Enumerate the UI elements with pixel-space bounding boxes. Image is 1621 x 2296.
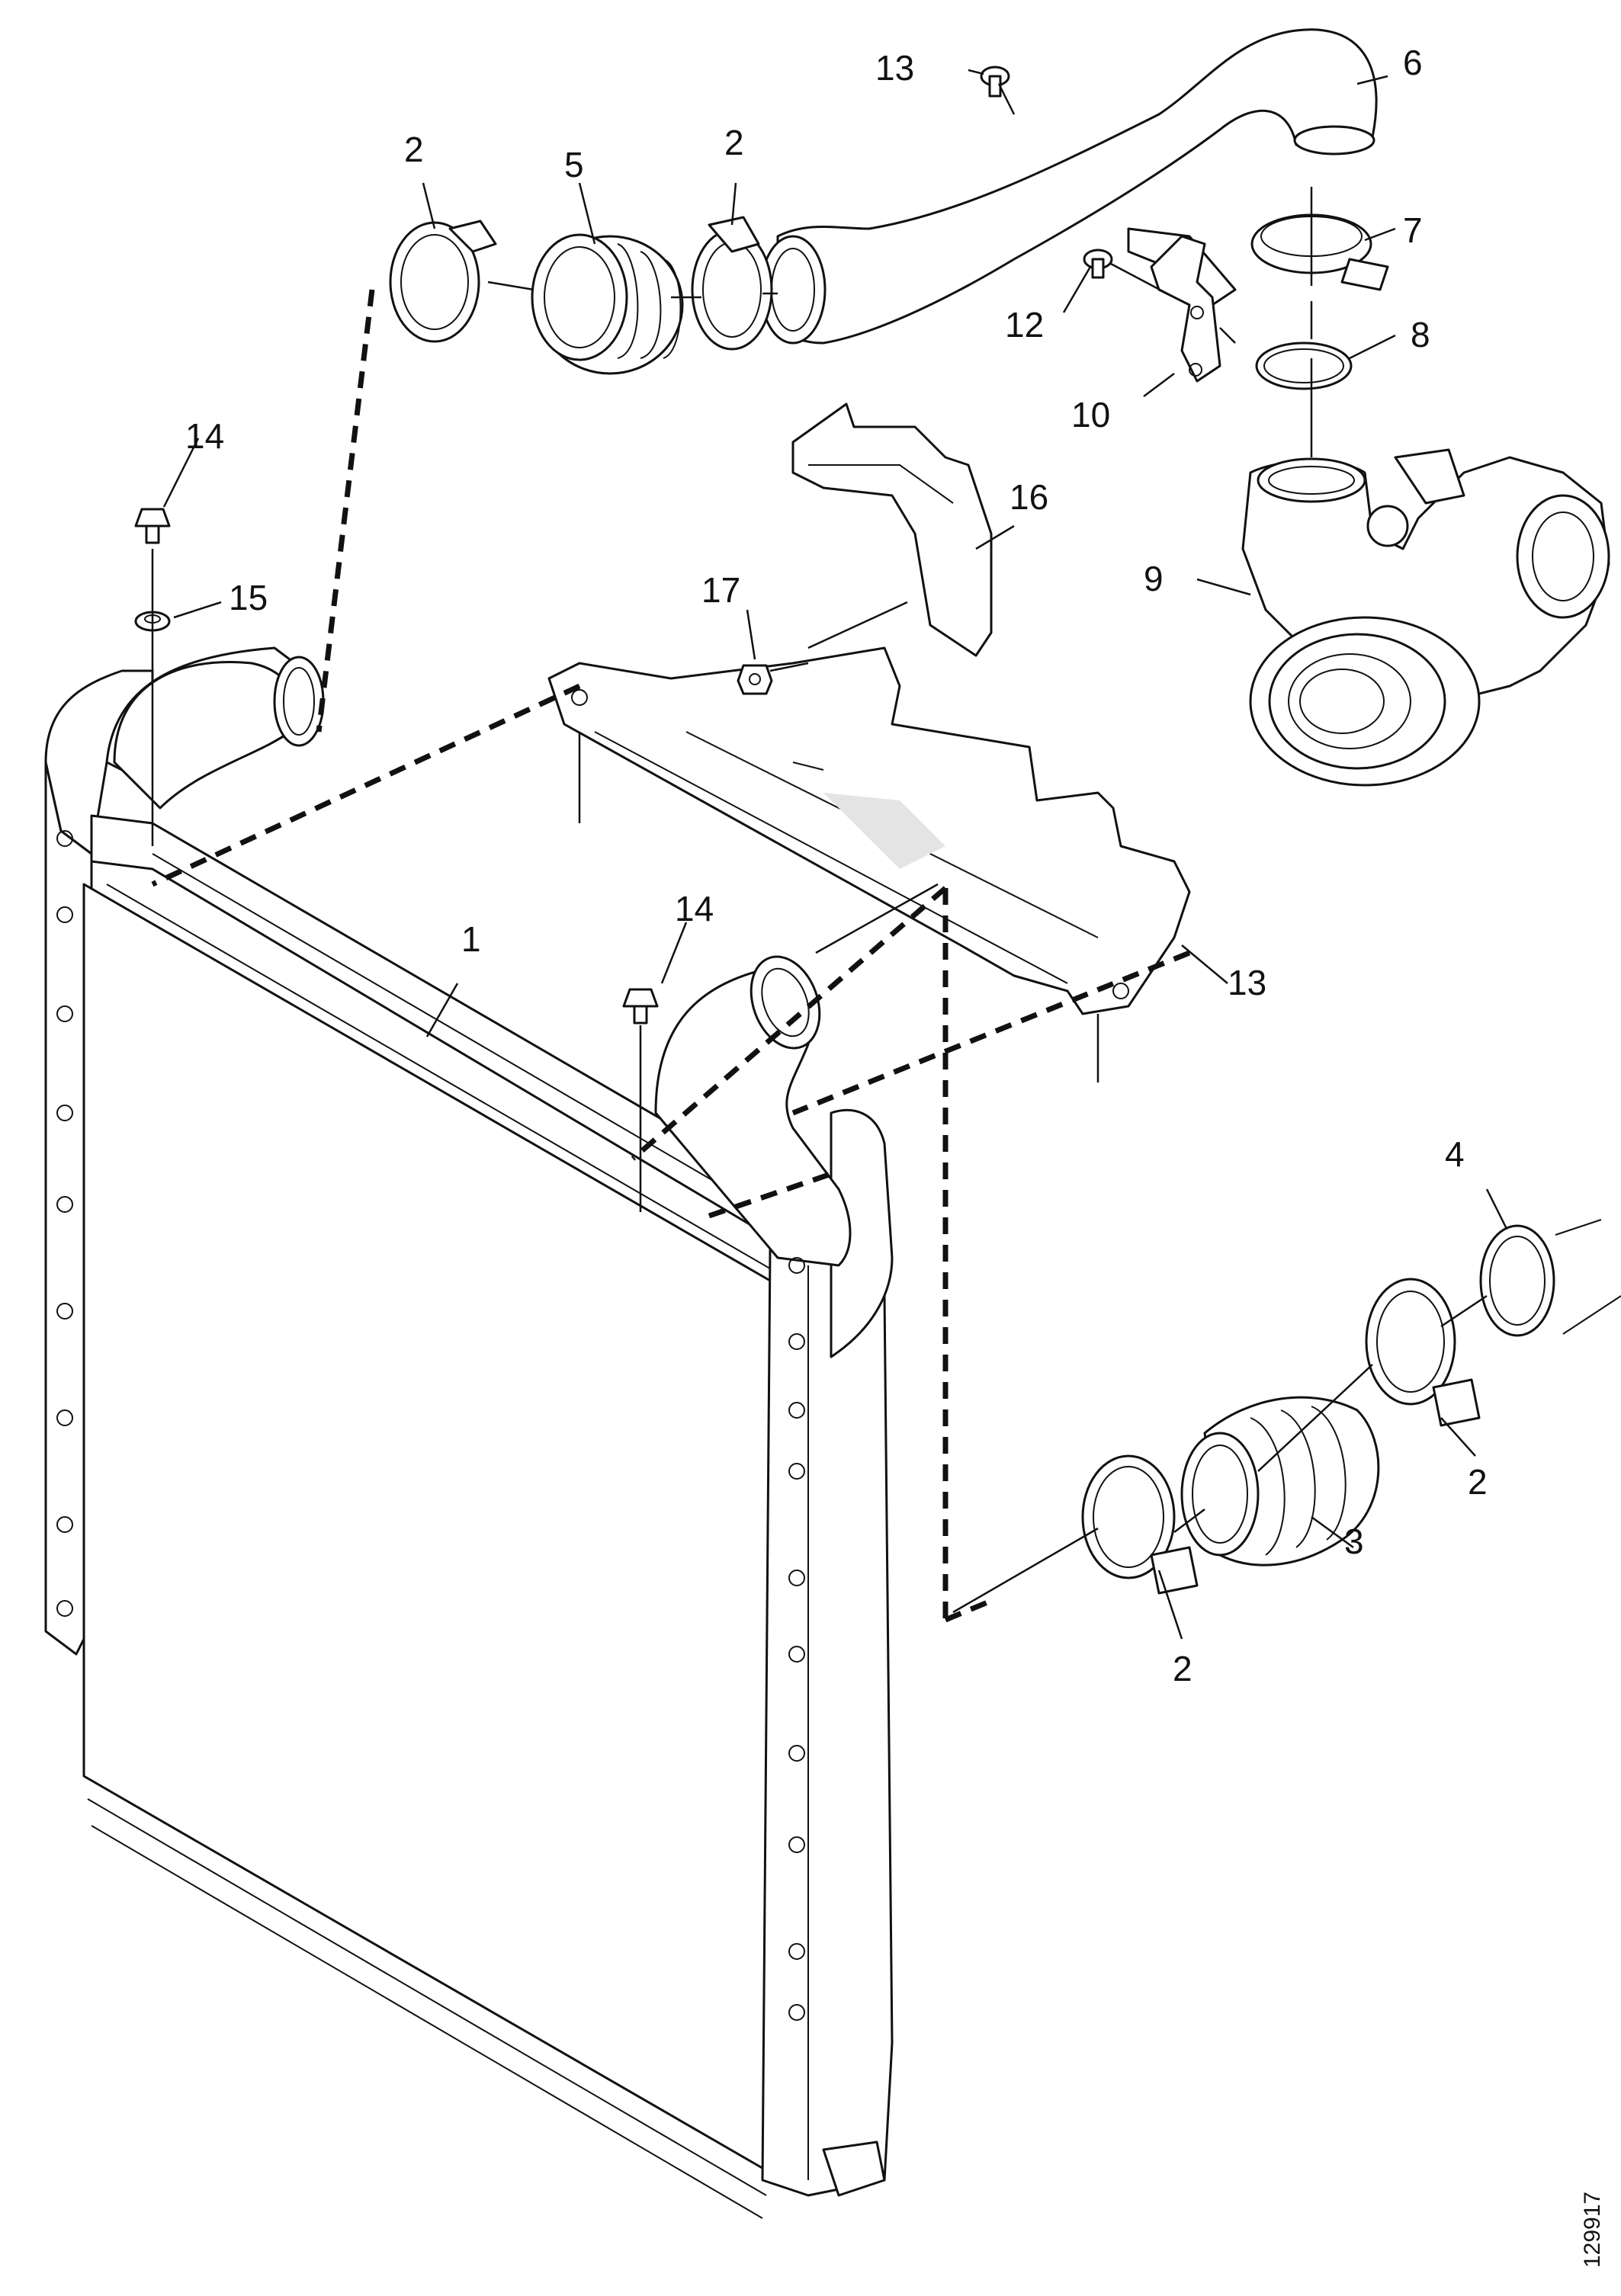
turbo-clamp-and-seal [1250,213,1389,390]
callout-6: 6 [1403,43,1423,82]
callout-9: 9 [1144,559,1164,598]
explode-lines [151,83,1488,1533]
callout-11: 13 [875,48,914,88]
callout-13: 13 [1228,963,1266,1002]
figure-id: 129917 [1580,2192,1605,2268]
lower-hose-assembly [1081,1219,1621,1595]
bolt-11 [980,66,1010,98]
callout-12: 12 [1005,305,1044,345]
callout-17: 17 [701,570,740,610]
heat-shield [791,402,993,657]
pipe-bracket [1150,235,1221,383]
callout-4: 4 [1445,1134,1465,1174]
mounting-bracket [547,646,1191,1015]
callouts: 2 5 2 13 6 7 12 8 10 14 16 9 15 17 14 1 … [185,43,1488,1688]
callout-16: 16 [1010,477,1048,517]
bolt-12 [1083,249,1113,279]
callout-14-left: 14 [185,416,224,456]
callout-8: 8 [1411,315,1430,354]
callout-15: 15 [229,578,268,617]
callout-2-upper-left: 2 [404,130,424,169]
callout-14-right: 14 [675,889,714,928]
bolt-14-left [134,508,171,544]
callout-7: 7 [1403,210,1423,250]
callout-2-lower-right: 2 [1468,1462,1488,1502]
callout-2-lower-left: 2 [1173,1649,1192,1688]
upper-hose-assembly [389,216,773,375]
callout-10: 10 [1071,395,1110,435]
bolt-14-right [622,988,659,1025]
turbocharger [1241,448,1610,787]
nut-17 [737,664,773,695]
charge-pipe [759,28,1378,345]
callout-1: 1 [461,919,481,959]
intercooler [44,646,894,2219]
callout-2-upper-right: 2 [724,123,744,162]
callout-leaders [162,69,1507,1640]
callout-3: 3 [1344,1522,1364,1561]
callout-5: 5 [564,145,584,184]
assembly-lines [151,289,1191,1623]
